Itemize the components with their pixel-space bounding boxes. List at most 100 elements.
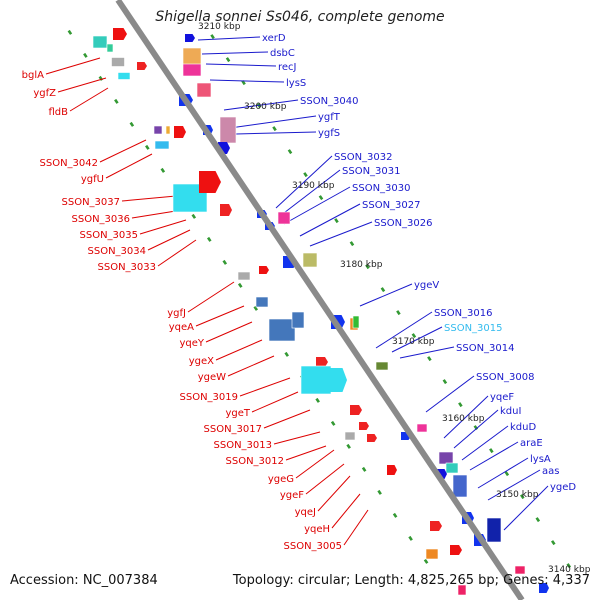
gene-block <box>106 43 114 53</box>
gene-arrow <box>174 126 186 138</box>
gene-arrow <box>199 171 221 193</box>
left-gene-label: SSON_3036 <box>72 214 131 225</box>
tick-mark <box>318 195 324 201</box>
left-gene-labels: bglAygfZfldBSSON_3042ygfUSSON_3037SSON_3… <box>22 70 342 552</box>
right-leader-line <box>209 79 285 83</box>
left-gene-label: ygfZ <box>33 88 56 99</box>
right-leader-line <box>487 469 541 501</box>
tick-mark <box>377 489 382 495</box>
accession-text: Accession: NC_007384 <box>10 573 158 588</box>
tick-mark <box>303 172 308 178</box>
tick-mark <box>334 218 339 224</box>
gene-track <box>92 28 549 596</box>
tick-mark <box>237 282 243 288</box>
tick-mark <box>206 236 212 242</box>
right-gene-label: SSON_3026 <box>374 218 433 229</box>
left-gene-label: SSON_3012 <box>226 456 285 467</box>
tick-mark <box>287 149 293 155</box>
gene-arrow <box>359 422 369 430</box>
genome-backbone <box>115 0 525 600</box>
right-gene-label: recJ <box>278 62 297 73</box>
left-leader-line <box>45 57 101 75</box>
left-leader-line <box>105 153 153 179</box>
tick-mark <box>458 402 463 408</box>
gene-arrow <box>113 28 127 40</box>
left-gene-label: ygeW <box>198 372 226 383</box>
left-leader-line <box>147 229 191 251</box>
kbp-label: 3200 kbp <box>244 102 287 112</box>
right-gene-label: SSON_3016 <box>434 308 493 319</box>
tick-mark <box>222 259 228 265</box>
gene-block <box>425 548 439 560</box>
gene-arrow <box>350 405 362 415</box>
right-gene-label: SSON_3030 <box>352 183 411 194</box>
tick-mark <box>241 80 246 86</box>
right-gene-label: lysA <box>530 454 551 465</box>
tick-mark <box>83 52 88 58</box>
gene-block <box>300 365 332 395</box>
right-gene-label: ygeV <box>414 280 439 291</box>
gene-arrow <box>387 465 397 475</box>
left-leader-line <box>215 339 263 361</box>
left-gene-label: ygeT <box>225 408 250 419</box>
left-leader-line <box>343 509 369 546</box>
left-leader-line <box>263 409 311 429</box>
gene-block <box>352 315 360 329</box>
kbp-label: 3190 kbp <box>292 181 335 191</box>
tick-mark <box>550 540 556 546</box>
right-gene-label: SSON_3032 <box>334 152 393 163</box>
left-leader-line <box>195 305 245 327</box>
right-gene-label: SSON_3031 <box>342 166 401 177</box>
gene-block <box>255 296 269 308</box>
tick-mark <box>442 379 448 385</box>
left-leader-line <box>295 449 335 479</box>
right-leader-line <box>229 115 317 129</box>
tick-mark <box>520 494 525 500</box>
left-gene-label: SSON_3034 <box>88 246 147 257</box>
right-leader-line <box>223 99 299 111</box>
gene-block <box>291 311 305 329</box>
tick-mark <box>365 264 370 270</box>
right-gene-label: ygfS <box>318 128 340 139</box>
left-gene-label: SSON_3035 <box>80 230 139 241</box>
left-leader-line <box>273 431 321 445</box>
right-gene-label: kduI <box>500 406 521 417</box>
gene-arrow <box>430 521 442 531</box>
right-leader-line <box>461 425 509 461</box>
gene-block <box>117 72 131 80</box>
gene-block <box>153 125 163 135</box>
right-gene-label: ygeD <box>550 482 576 493</box>
tick-mark <box>330 420 336 426</box>
left-gene-label: SSON_3037 <box>62 197 121 208</box>
right-leader-line <box>477 457 529 489</box>
right-gene-label: SSON_3008 <box>476 372 535 383</box>
right-leader-line <box>391 326 443 353</box>
gene-arrow <box>367 434 377 442</box>
right-leader-line <box>279 169 341 217</box>
left-gene-label: yqeH <box>304 524 330 535</box>
right-gene-label: SSON_3040 <box>300 96 359 107</box>
right-leader-line <box>309 221 373 247</box>
kbp-label: 3210 kbp <box>198 22 241 32</box>
left-gene-label: ygfU <box>81 174 104 185</box>
left-leader-line <box>227 355 275 377</box>
right-leader-line <box>453 409 499 449</box>
tick-mark <box>408 535 413 541</box>
tick-mark <box>145 144 150 150</box>
left-leader-line <box>69 87 109 112</box>
gene-block <box>277 211 291 225</box>
tick-mark <box>504 471 510 477</box>
tick-mark <box>535 517 541 523</box>
left-leader-line <box>121 195 177 202</box>
right-gene-label: aas <box>542 466 559 477</box>
kbp-label: 3140 kbp <box>548 565 591 575</box>
tick-mark <box>380 287 386 293</box>
gene-arrow <box>450 545 462 555</box>
tick-mark <box>210 34 215 40</box>
gene-block <box>375 361 389 371</box>
gene-block <box>92 35 108 49</box>
right-leader-line <box>503 485 549 531</box>
tick-mark <box>225 57 231 63</box>
tick-mark <box>191 213 197 219</box>
